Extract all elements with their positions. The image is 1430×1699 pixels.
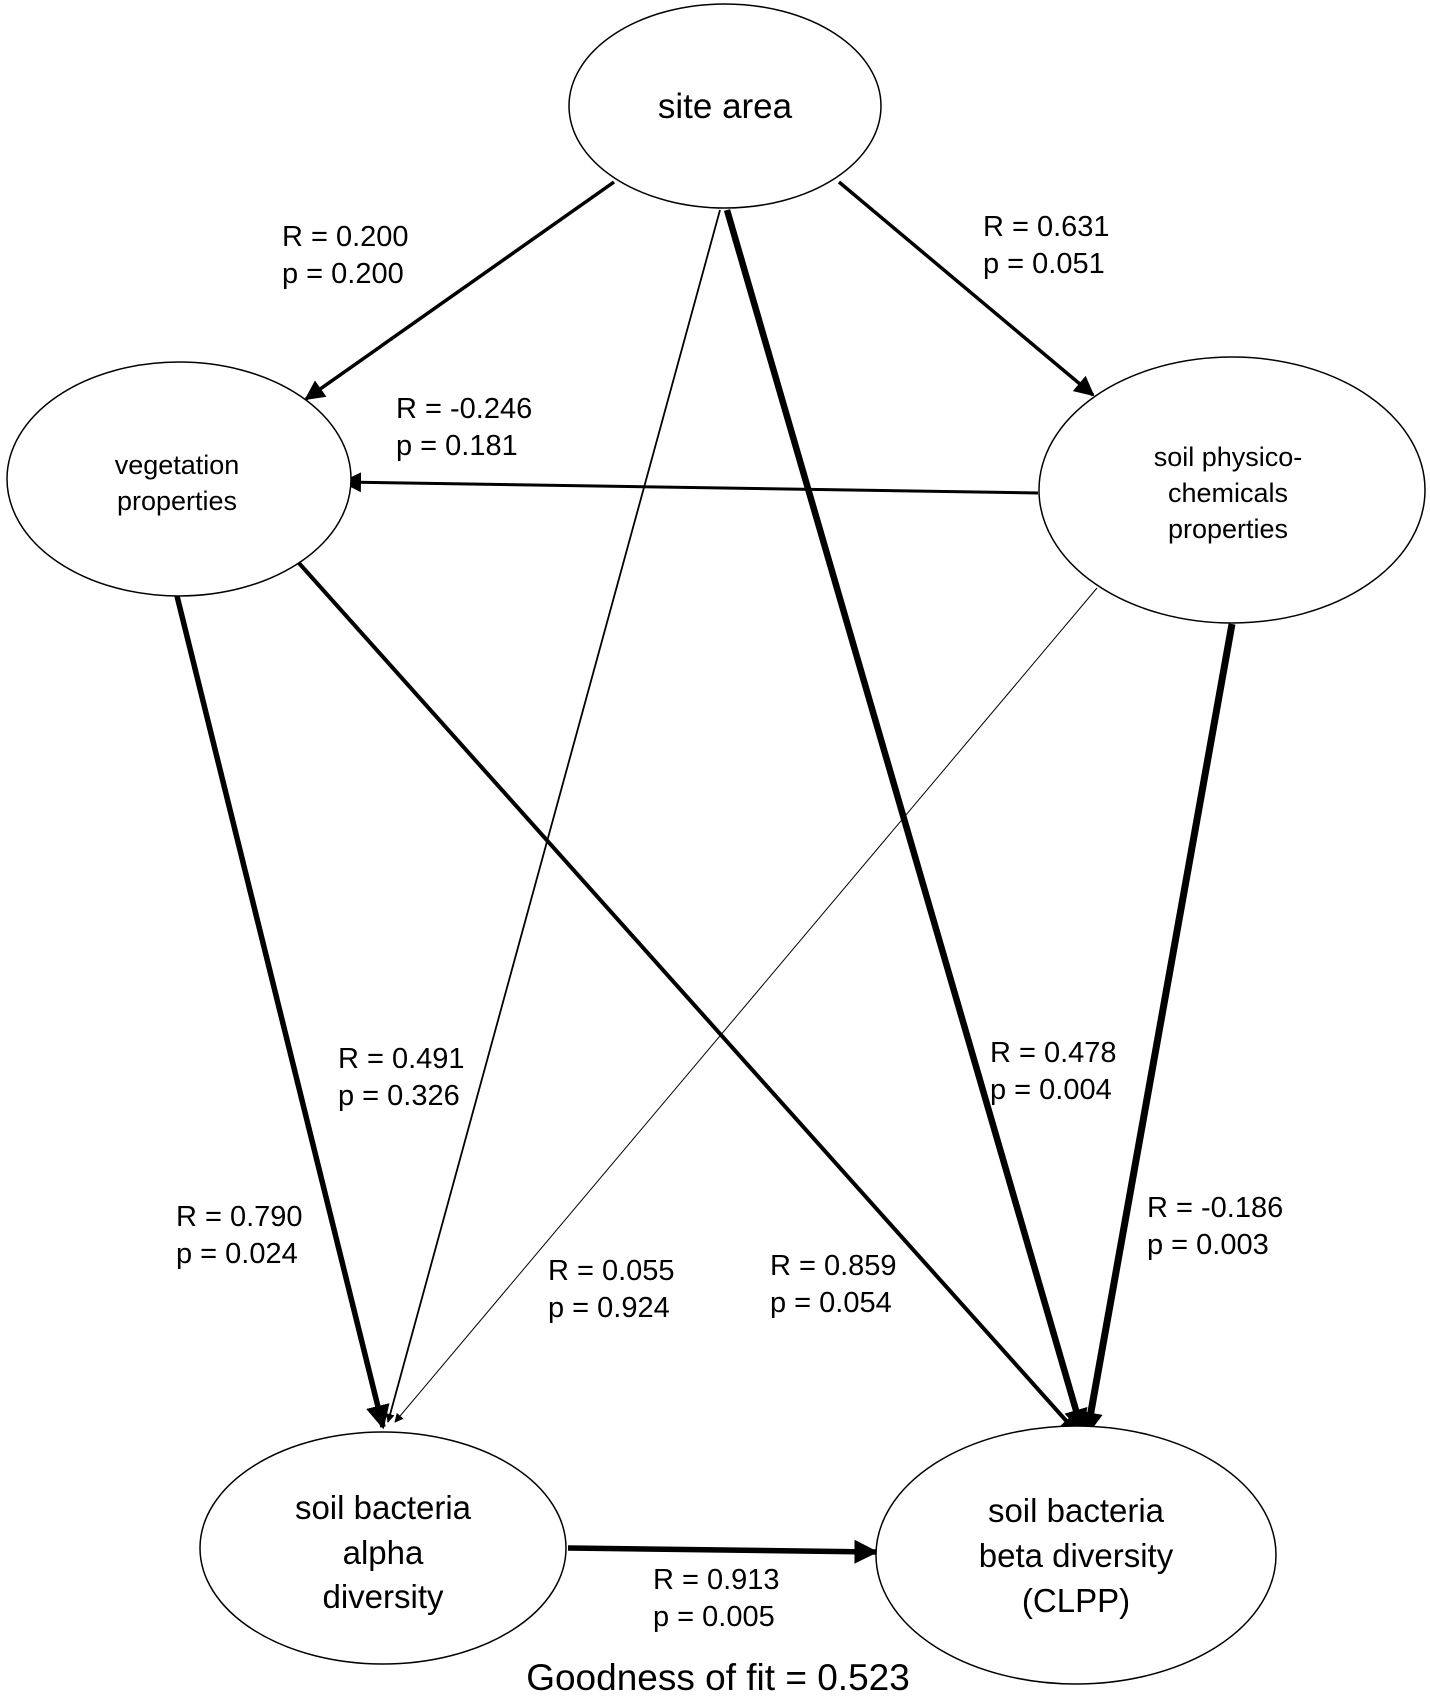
node-soil-label-line2: chemicals bbox=[1168, 478, 1288, 508]
label-site-to-soil-p: p = 0.051 bbox=[983, 248, 1105, 280]
label-site-to-vegetation: R = 0.200 p = 0.200 bbox=[282, 221, 409, 290]
node-vegetation-label-line2: properties bbox=[117, 486, 237, 516]
goodness-of-fit: Goodness of fit = 0.523 bbox=[526, 1657, 910, 1698]
node-beta-label-line2: beta diversity bbox=[979, 1537, 1174, 1574]
node-soil-physico-chemicals: soil physico- chemicals properties bbox=[1038, 356, 1426, 624]
label-soil-to-vegetation: R = -0.246 p = 0.181 bbox=[396, 393, 532, 462]
edge-site-to-soil bbox=[837, 180, 1095, 397]
node-soil-bacteria-beta: soil bacteria beta diversity (CLPP) bbox=[875, 1425, 1277, 1685]
label-site-to-alpha-r: R = 0.491 bbox=[338, 1043, 465, 1075]
label-site-to-vegetation-p: p = 0.200 bbox=[282, 258, 404, 290]
node-soil-label-line3: properties bbox=[1168, 514, 1288, 544]
label-soil-to-beta-r: R = -0.186 bbox=[1147, 1192, 1283, 1224]
label-vegetation-to-beta-r: R = 0.859 bbox=[770, 1250, 897, 1282]
edge-site-to-beta bbox=[723, 209, 1088, 1434]
node-site-area: site area bbox=[568, 3, 882, 209]
label-soil-to-alpha-p: p = 0.924 bbox=[548, 1292, 670, 1324]
label-site-to-beta-r: R = 0.478 bbox=[990, 1037, 1117, 1069]
label-vegetation-to-alpha: R = 0.790 p = 0.024 bbox=[176, 1201, 303, 1270]
label-site-to-vegetation-r: R = 0.200 bbox=[282, 221, 409, 253]
label-vegetation-to-alpha-r: R = 0.790 bbox=[176, 1201, 303, 1233]
label-site-to-beta: R = 0.478 p = 0.004 bbox=[990, 1037, 1117, 1106]
label-alpha-to-beta-r: R = 0.913 bbox=[653, 1564, 780, 1596]
label-site-to-soil-r: R = 0.631 bbox=[983, 211, 1110, 243]
label-vegetation-to-alpha-p: p = 0.024 bbox=[176, 1238, 298, 1270]
node-site-area-label: site area bbox=[658, 87, 793, 126]
label-soil-to-alpha: R = 0.055 p = 0.924 bbox=[548, 1255, 675, 1324]
label-vegetation-to-beta-p: p = 0.054 bbox=[770, 1287, 892, 1319]
node-soil-label-line1: soil physico- bbox=[1154, 442, 1303, 472]
node-soil-bacteria-alpha: soil bacteria alpha diversity bbox=[199, 1431, 567, 1665]
label-alpha-to-beta: R = 0.913 p = 0.005 bbox=[653, 1564, 780, 1633]
node-vegetation-properties: vegetation properties bbox=[6, 361, 352, 597]
node-alpha-label-line1: soil bacteria bbox=[295, 1489, 472, 1526]
label-site-to-alpha-p: p = 0.326 bbox=[338, 1080, 460, 1112]
label-soil-to-beta: R = -0.186 p = 0.003 bbox=[1147, 1192, 1283, 1261]
node-alpha-label-line2: alpha bbox=[343, 1534, 424, 1571]
node-vegetation-label-line1: vegetation bbox=[115, 450, 240, 480]
edge-soil-to-vegetation bbox=[341, 472, 1039, 495]
edge-site-to-vegetation bbox=[304, 180, 616, 401]
edge-vegetation-to-alpha bbox=[174, 595, 390, 1430]
node-beta-label-line3: (CLPP) bbox=[1022, 1582, 1130, 1619]
label-soil-to-beta-p: p = 0.003 bbox=[1147, 1229, 1269, 1261]
node-beta-label-line1: soil bacteria bbox=[988, 1492, 1165, 1529]
edge-soil-to-alpha bbox=[394, 587, 1098, 1423]
edge-site-to-alpha bbox=[385, 209, 721, 1423]
label-soil-to-vegetation-r: R = -0.246 bbox=[396, 393, 532, 425]
label-soil-to-alpha-r: R = 0.055 bbox=[548, 1255, 675, 1287]
label-site-to-soil: R = 0.631 p = 0.051 bbox=[983, 211, 1110, 280]
label-alpha-to-beta-p: p = 0.005 bbox=[653, 1601, 775, 1633]
label-site-to-alpha: R = 0.491 p = 0.326 bbox=[338, 1043, 465, 1112]
label-site-to-beta-p: p = 0.004 bbox=[990, 1074, 1112, 1106]
edge-vegetation-to-beta bbox=[296, 560, 1080, 1436]
label-soil-to-vegetation-p: p = 0.181 bbox=[396, 430, 518, 462]
node-alpha-label-line3: diversity bbox=[322, 1578, 444, 1615]
label-vegetation-to-beta: R = 0.859 p = 0.054 bbox=[770, 1250, 897, 1319]
edge-alpha-to-beta bbox=[567, 1539, 879, 1564]
edge-soil-to-beta bbox=[1078, 623, 1236, 1437]
